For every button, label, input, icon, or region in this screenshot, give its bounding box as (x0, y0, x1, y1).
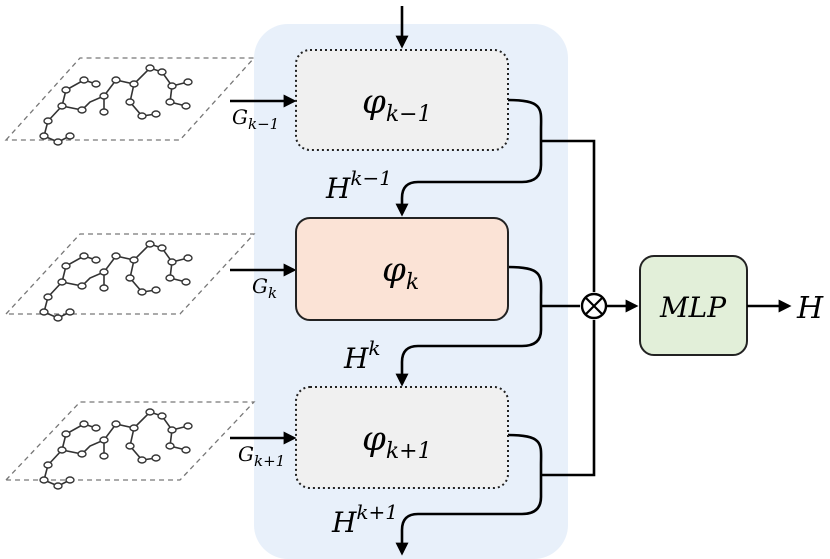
g-label-3-sub: k+1 (254, 452, 285, 470)
aggregator-otimes (580, 292, 608, 320)
g-label-1-sub: k−1 (248, 115, 279, 133)
h-wire-1 (395, 98, 543, 217)
mlp-label: MLP (659, 291, 727, 324)
output-label: H (796, 291, 824, 326)
h-label-1-base: H (325, 172, 351, 205)
module-phi-k-minus-1 (295, 49, 509, 151)
module-1-base: φ (362, 82, 386, 122)
collect-wire-3 (541, 320, 596, 477)
g-label-3-base: G (238, 442, 254, 466)
input-graph-1 (4, 57, 256, 146)
module-3-label: φk+1 (362, 419, 432, 464)
module-2-sub: k (406, 270, 419, 295)
input-graph-2 (4, 233, 256, 322)
module-3-sub: k+1 (386, 439, 432, 464)
h-label-2-sup: k (368, 336, 380, 360)
module-phi-k-plus-1 (295, 386, 509, 489)
h-label-2-base: H (343, 342, 369, 375)
g-label-3: Gk+1 (238, 442, 285, 470)
h-label-3: Hk+1 (331, 500, 398, 539)
g-label-1-base: G (232, 105, 248, 129)
h-wire-2 (395, 265, 543, 387)
module-2-base: φ (382, 250, 406, 290)
module-1-label: φk−1 (362, 82, 432, 127)
h-label-1: Hk−1 (325, 166, 392, 205)
h-label-2: Hk (343, 336, 381, 375)
h-label-3-base: H (331, 506, 357, 539)
h-label-3-sup: k+1 (356, 500, 398, 524)
collect-wire-1 (541, 139, 596, 292)
module-2-label: φk (382, 250, 419, 295)
module-1-sub: k−1 (386, 102, 432, 127)
module-phi-k (295, 217, 509, 321)
g-label-2-sub: k (268, 284, 277, 302)
g-label-1: Gk−1 (232, 105, 279, 133)
h-label-1-sup: k−1 (350, 166, 392, 190)
g-label-2: Gk (252, 274, 277, 302)
h-wire-3 (395, 433, 543, 556)
input-graph-3 (4, 401, 256, 490)
g-label-2-base: G (252, 274, 268, 298)
module-3-base: φ (362, 419, 386, 459)
